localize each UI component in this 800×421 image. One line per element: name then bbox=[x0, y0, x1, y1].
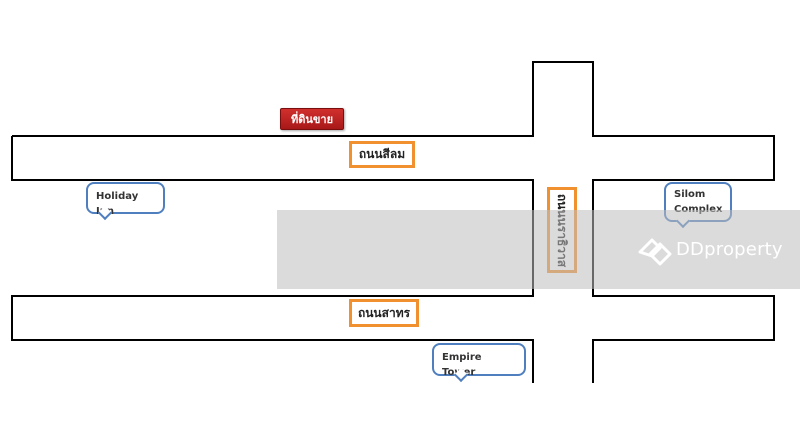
empire-tower-callout: Empire Tower bbox=[432, 343, 526, 383]
sathorn-road-name: ถนนสาทร bbox=[357, 305, 411, 320]
holiday-inn-callout: Holiday Inn bbox=[86, 182, 165, 221]
silom-road-lower-edge bbox=[11, 136, 534, 383]
ddproperty-watermark-text: DDproperty bbox=[676, 239, 783, 260]
silom-road-name: ถนนสีลม bbox=[358, 147, 406, 161]
land-for-sale-tag: ที่ดินขาย bbox=[280, 108, 344, 130]
silom-complex-label-line1: Silom bbox=[674, 189, 706, 200]
silom-road-outline bbox=[12, 61, 775, 383]
silom-road-label: ถนนสีลม bbox=[349, 141, 415, 168]
house-logo-icon bbox=[638, 238, 672, 266]
silom-complex-label-line2: Complex bbox=[674, 203, 723, 215]
watermark-band bbox=[277, 210, 800, 289]
sathorn-road-label: ถนนสาทร bbox=[349, 299, 419, 327]
